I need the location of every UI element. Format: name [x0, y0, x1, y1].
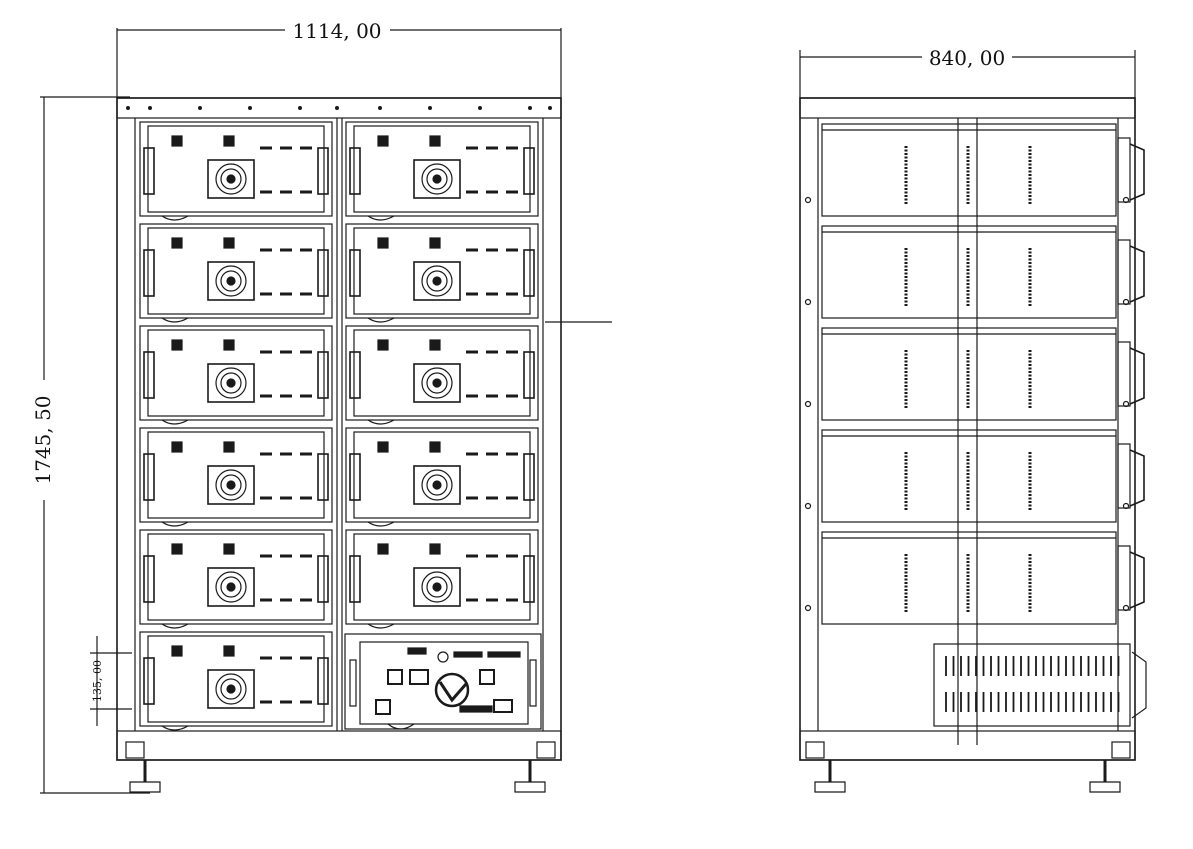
fan-icon [413, 465, 461, 505]
front-width-dimension: 1114, 00 [116, 19, 562, 98]
fan-icon [207, 363, 255, 403]
module-height-label: 135, 00 [91, 660, 104, 702]
battery-module [345, 325, 539, 425]
front-view: 1114, 00 1745, 50 135, 00 [31, 19, 612, 794]
battery-module [139, 529, 333, 629]
side-view: 840, 00 [799, 46, 1147, 793]
cabinet-bottom-rail [116, 730, 562, 761]
vent-panel [933, 643, 1147, 727]
battery-module [345, 121, 539, 221]
fan-icon [207, 261, 255, 301]
control-panel [344, 633, 542, 730]
fan-icon [413, 261, 461, 301]
side-battery-module [804, 429, 1145, 523]
side-battery-module [804, 123, 1145, 217]
battery-module [345, 427, 539, 527]
side-bottom-rail [799, 730, 1136, 761]
terminal-icon [171, 339, 183, 351]
front-width-label: 1114, 00 [292, 19, 381, 43]
side-width-label: 840, 00 [929, 46, 1005, 70]
side-top-rail [799, 97, 1136, 119]
fan-icon [413, 363, 461, 403]
fan-icon [413, 567, 461, 607]
terminal-icon [377, 237, 389, 249]
terminal-icon [171, 441, 183, 453]
terminal-icon [377, 543, 389, 555]
side-battery-module [804, 225, 1145, 319]
terminal-icon [171, 135, 183, 147]
battery-module [345, 223, 539, 323]
terminal-icon [171, 237, 183, 249]
fan-icon [413, 159, 461, 199]
side-frame [799, 97, 1136, 761]
cabinet-top-rail [116, 97, 562, 119]
battery-module [139, 223, 333, 323]
side-battery-module [804, 531, 1145, 625]
battery-module [345, 529, 539, 629]
battery-module [139, 631, 333, 731]
fan-icon [207, 465, 255, 505]
terminal-icon [171, 645, 183, 657]
side-battery-module [804, 327, 1145, 421]
terminal-icon [171, 543, 183, 555]
cabinet-frame [116, 97, 562, 761]
fan-icon [207, 669, 255, 709]
battery-module [139, 325, 333, 425]
fan-icon [207, 567, 255, 607]
front-feet [125, 741, 556, 793]
terminal-icon [377, 135, 389, 147]
module-height-dimension: 135, 00 [90, 636, 132, 726]
fan-icon [207, 159, 255, 199]
terminal-icon [377, 339, 389, 351]
side-width-dimension: 840, 00 [799, 46, 1136, 98]
battery-module [139, 427, 333, 527]
battery-module [139, 121, 333, 221]
terminal-icon [377, 441, 389, 453]
front-height-label: 1745, 50 [31, 395, 55, 484]
front-height-dimension: 1745, 50 [31, 96, 150, 794]
side-feet [805, 741, 1131, 793]
